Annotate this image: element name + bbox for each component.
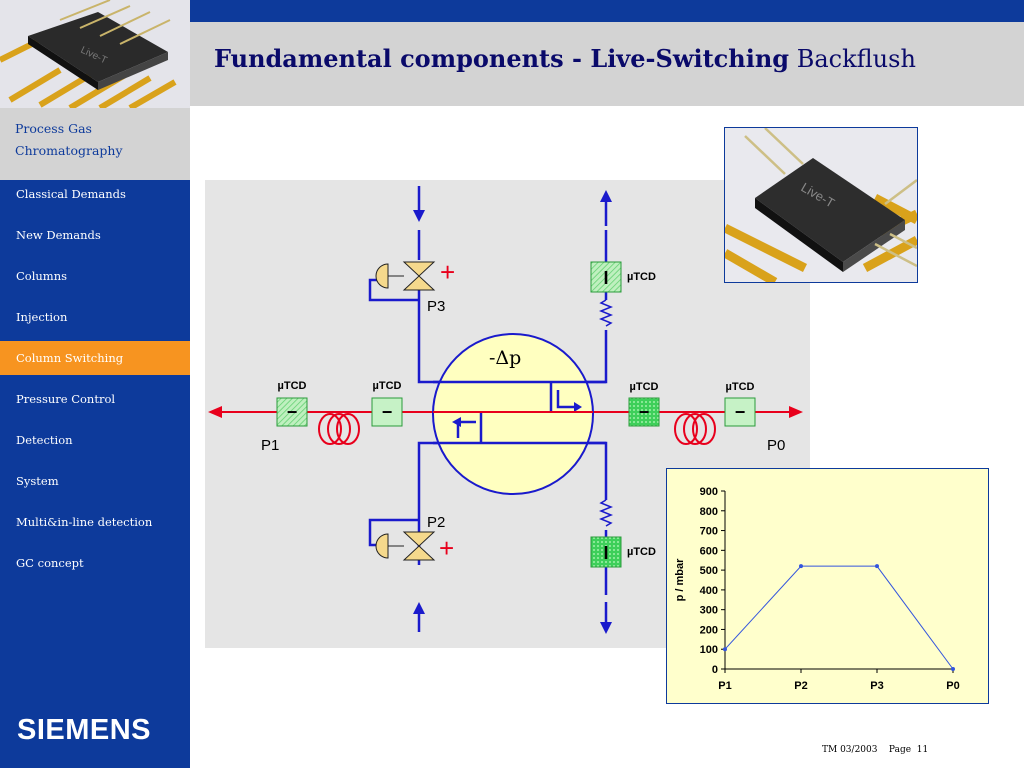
flow-indicator-right <box>556 390 574 409</box>
valve-p2[interactable] <box>375 531 436 561</box>
valve-p2-actuator <box>375 533 389 559</box>
sidebar-item-detection[interactable]: Detection <box>16 433 73 447</box>
p2-plus-sign: + <box>439 533 454 563</box>
sidebar-item-columns[interactable]: Columns <box>16 269 68 283</box>
tcd-right-inner-label: µTCD <box>630 381 659 393</box>
arrow-up-bottom-left <box>413 602 425 614</box>
p2-label: P2 <box>427 514 445 531</box>
page-title-normal: Backflush <box>796 45 916 73</box>
arrow-up-top-right <box>600 190 612 202</box>
chart-x-tick-label: P1 <box>718 680 731 692</box>
tcd-left-inner-label: µTCD <box>373 380 402 392</box>
chart-y-tick-label: 200 <box>700 624 718 636</box>
tcd-left-outer: − µTCD <box>276 380 308 427</box>
tcd-upper-state: I <box>603 268 608 288</box>
tcd-right-inner-state: − <box>639 402 650 422</box>
footer-doc: TM 03/2003 <box>822 745 878 755</box>
tcd-lower-state: I <box>603 543 608 563</box>
tcd-lower: I µTCD <box>590 536 656 568</box>
valve-p3-actuator <box>375 263 389 289</box>
p0-label: P0 <box>767 437 785 454</box>
chart-x-tick-label: P3 <box>870 680 883 692</box>
p1-label: P1 <box>261 437 279 454</box>
chart-series-line <box>724 565 954 670</box>
resistor-lower <box>598 499 614 527</box>
resistor-upper <box>598 299 614 327</box>
right-outlet-arrow <box>789 406 803 418</box>
sidebar <box>0 108 190 768</box>
chart-y-tick-label: 100 <box>700 644 718 656</box>
page-title-bold: Fundamental components - Live-Switching <box>214 44 790 73</box>
footer-page-label: Page <box>888 745 912 755</box>
footer-page-number: 11 <box>916 745 929 755</box>
sidebar-item-injection[interactable]: Injection <box>16 310 68 324</box>
flow-arrows <box>413 186 612 634</box>
siemens-logo: SIEMENS <box>17 714 152 746</box>
chart-y-tick-label: 700 <box>700 526 718 538</box>
chart-x-tick-label: P0 <box>946 680 959 692</box>
left-outlet-arrow <box>208 406 222 418</box>
arrow-down-bottom-right <box>600 622 612 634</box>
header-title-bar <box>190 22 1024 106</box>
arrow-down-top-left <box>413 210 425 222</box>
header-top-bar <box>190 0 1024 22</box>
tcd-right-inner: − µTCD <box>628 381 660 427</box>
section-title-line1: Process Gas <box>15 121 92 136</box>
sidebar-section-header: Process Gas Chromatography <box>0 108 190 180</box>
chart-y-tick-label: 400 <box>700 585 718 597</box>
tcd-right-outer-label: µTCD <box>726 381 755 393</box>
chart-data-point <box>951 667 955 671</box>
delta-p-label: -Δp <box>489 347 521 369</box>
section-title-line2: Chromatography <box>15 143 123 158</box>
tcd-left-outer-label: µTCD <box>278 380 307 392</box>
tcd-lower-label: µTCD <box>627 546 656 558</box>
chart-data-point <box>799 564 803 569</box>
chart-y-tick-label: 0 <box>712 664 718 676</box>
sidebar-item-multi-inline-detection[interactable]: Multi&in-line detection <box>16 515 153 529</box>
chart-y-tick-label: 500 <box>700 565 718 577</box>
tcd-right-outer: − µTCD <box>724 381 756 427</box>
chart-y-tick-label: 600 <box>700 545 718 557</box>
chip-photo-image: Live-T <box>725 128 917 282</box>
chart-y-tick-label: 800 <box>700 506 718 518</box>
sidebar-item-column-switching[interactable]: Column Switching <box>0 341 190 375</box>
footer: TM 03/2003 Page 11 <box>822 745 928 755</box>
chip-thumbnail-image: Live-T <box>0 0 190 108</box>
sidebar-item-classical-demands[interactable]: Classical Demands <box>16 187 126 201</box>
chart-y-tick-label: 300 <box>700 605 718 617</box>
page-title: Fundamental components - Live-Switching … <box>214 44 916 73</box>
live-switching-diagram: -Δp + + P3 P2 P1 P0 − µTCD − µTCD <box>208 186 803 634</box>
column-coil-right <box>674 413 716 445</box>
tcd-right-outer-state: − <box>735 402 746 422</box>
tcd-upper-label: µTCD <box>627 271 656 283</box>
p3-label: P3 <box>427 298 445 315</box>
tcd-left-inner: − µTCD <box>371 380 403 427</box>
chart-data-point <box>723 647 727 652</box>
central-restrictor-sphere <box>432 333 594 495</box>
tcd-left-outer-state: − <box>287 402 298 422</box>
chart-x-tick-label: P2 <box>794 680 807 692</box>
sidebar-item-new-demands[interactable]: New Demands <box>16 228 101 242</box>
chart-y-axis-label: p / mbar <box>674 558 686 602</box>
tcd-left-inner-state: − <box>382 402 393 422</box>
chart-y-tick-label: 900 <box>700 486 718 498</box>
header-thumbnail: Live-T <box>0 0 190 108</box>
chart-data-point <box>875 564 879 569</box>
sidebar-item-gc-concept[interactable]: GC concept <box>16 556 84 570</box>
valve-p3[interactable] <box>375 261 436 291</box>
chip-photo: Live-T <box>724 127 918 283</box>
tcd-upper: I µTCD <box>590 261 656 293</box>
p3-plus-sign: + <box>440 257 455 287</box>
column-coil-left <box>318 413 360 445</box>
sidebar-item-system[interactable]: System <box>16 474 59 488</box>
sidebar-item-pressure-control[interactable]: Pressure Control <box>16 392 116 406</box>
